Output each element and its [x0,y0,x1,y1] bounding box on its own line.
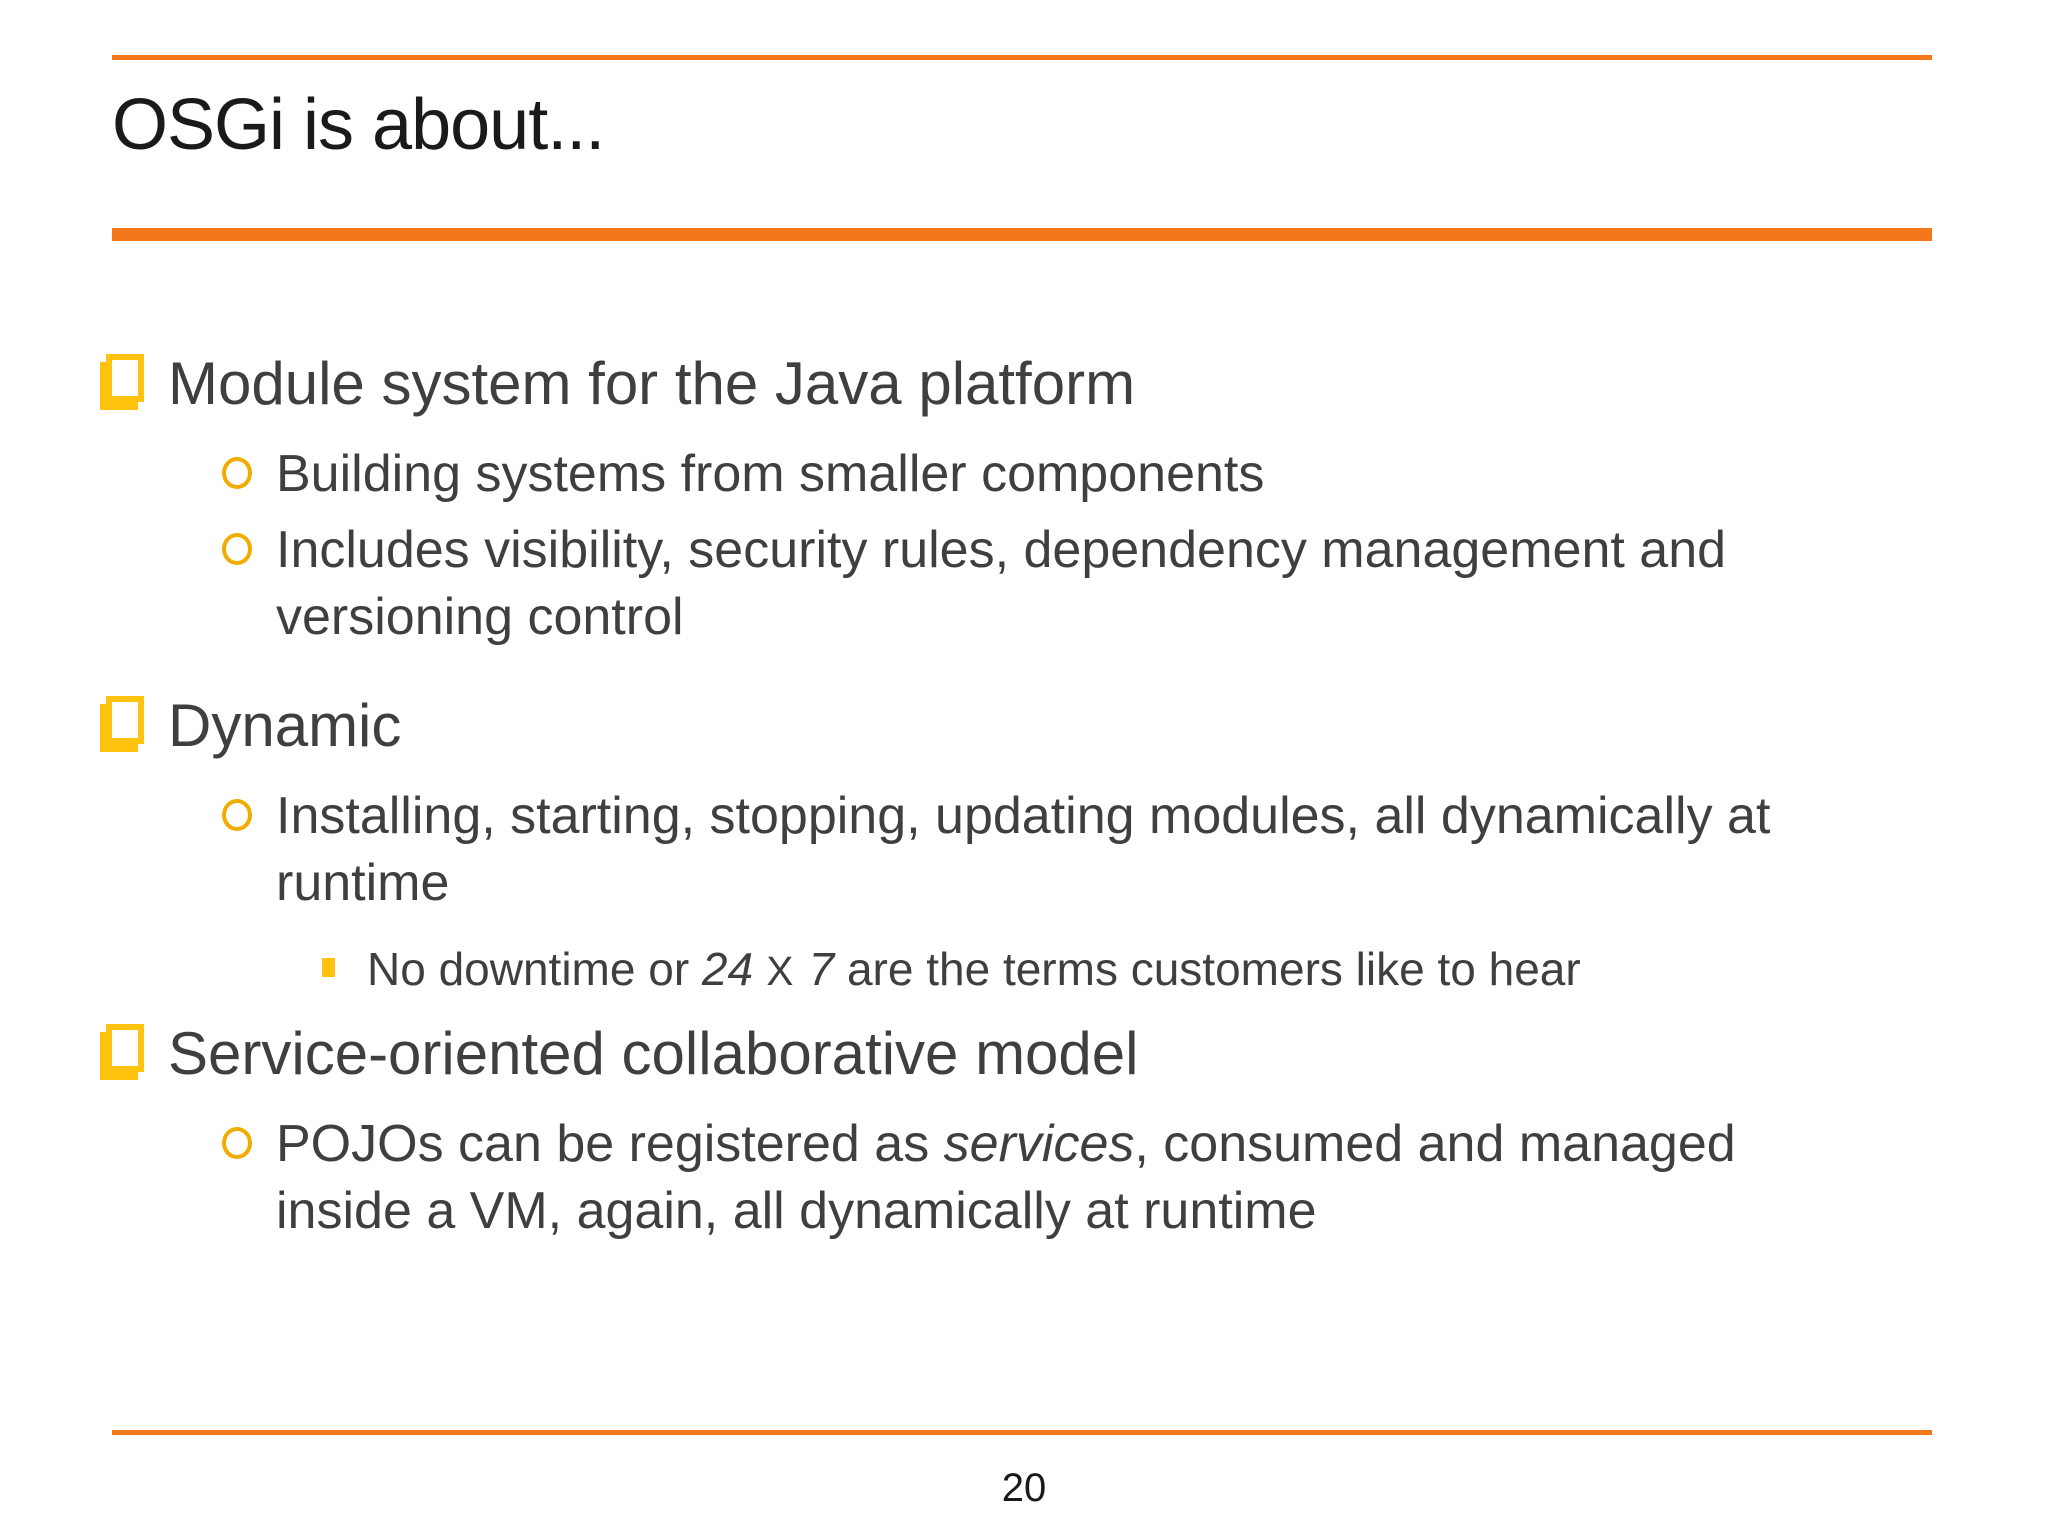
detail-bullet-no-downtime: No downtime or 24 X 7 are the terms cust… [322,940,1938,1000]
sub-bullet-pojos: POJOs can be registered as services, con… [222,1111,1938,1246]
square-bullet-icon [106,354,144,402]
title-divider [112,228,1932,241]
bullet-item-module-system: Module system for the Java platform [100,346,1938,421]
bullet-item-dynamic: Dynamic [100,688,1938,763]
slide-title: OSGi is about... [112,85,605,165]
sub-bullet-line: Includes visibility, security rules, dep… [276,520,1727,579]
bullet-item-service-oriented: Service-oriented collaborative model [100,1016,1938,1091]
square-bullet-icon [106,1023,144,1072]
page-number: 20 [1001,1466,1047,1510]
detail-text-7: 7 [808,942,835,995]
bullet-text: Service-oriented collaborative model [168,1019,1139,1087]
circle-bullet-icon [222,798,252,831]
detail-text-post: are the terms customers like to hear [834,942,1581,995]
sub-bullet-line: runtime [276,854,450,913]
square-bullet-icon [106,695,144,744]
sub-bullet-building-systems: Building systems from smaller components [222,441,1938,509]
sub-bullet-text: Building systems from smaller components [276,445,1265,503]
slide-body: Module system for the Java platform Buil… [0,241,2048,1246]
top-divider [112,55,1932,60]
sub-bullet-includes-visibility: Includes visibility, security rules, dep… [222,517,1938,652]
pojos-text-services: services [943,1114,1135,1173]
detail-text-times: X [753,947,809,994]
sub-bullet-installing-starting: Installing, starting, stopping, updating… [222,783,1938,918]
sub-bullet-line: Installing, starting, stopping, updating… [276,786,1771,845]
sub-bullet-line: POJOs can be registered as services, con… [276,1111,1736,1179]
detail-text-24: 24 [701,942,754,995]
sub-bullet-text: Includes visibility, security rules, dep… [276,517,1726,652]
sub-bullet-text: Installing, starting, stopping, updating… [276,783,1770,918]
bullet-text: Module system for the Java platform [168,350,1136,417]
bullet-text: Dynamic [168,691,402,759]
small-square-bullet-icon [322,957,335,977]
sub-bullet-text: POJOs can be registered as services, con… [276,1111,1736,1246]
detail-bullet-text: No downtime or 24 X 7 are the terms cust… [367,940,1581,1000]
footer-divider [112,1430,1932,1435]
circle-bullet-icon [222,532,252,565]
sub-bullet-line: versioning control [276,588,684,647]
pojos-text-pre: POJOs can be registered as [276,1114,944,1173]
detail-text-pre: No downtime or [367,942,702,995]
sub-bullet-line: inside a VM, again, all dynamically at r… [276,1182,1317,1241]
circle-bullet-icon [222,1126,252,1159]
pojos-text-post: , consumed and managed [1134,1114,1736,1173]
circle-bullet-icon [222,457,252,489]
